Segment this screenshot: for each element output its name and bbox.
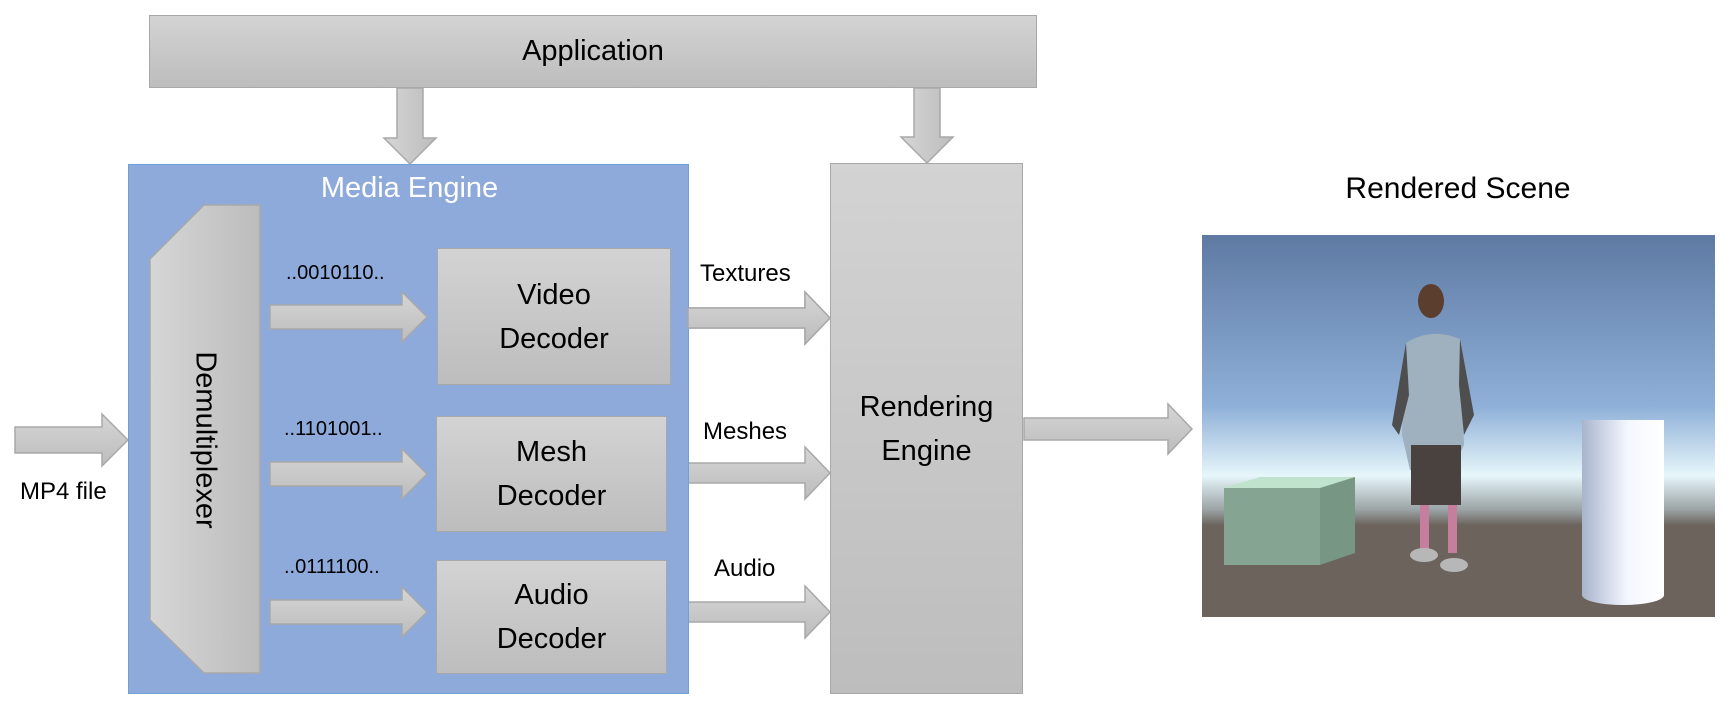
mesh-decoder-line2: Decoder <box>496 480 607 512</box>
audio-decoder-line2: Decoder <box>496 623 607 655</box>
rendering-engine-block: Rendering Engine <box>830 163 1023 694</box>
demultiplexer-label: Demultiplexer <box>189 351 222 529</box>
application-block: Application <box>149 15 1037 88</box>
rendered-scene-image <box>1202 235 1715 617</box>
application-label: Application <box>522 35 664 67</box>
video-decoder-line2: Decoder <box>499 322 609 355</box>
demultiplexer-block <box>149 204 261 674</box>
scene-cube <box>1224 477 1355 565</box>
bitstream-video: ..0010110.. <box>286 262 385 284</box>
arrow-demux-to-audio-inner <box>269 585 429 639</box>
arrow-app-to-rendering-engine <box>899 87 955 165</box>
mp4-file-label: MP4 file <box>20 478 107 505</box>
meshes-label: Meshes <box>703 418 788 445</box>
audio-label: Audio <box>714 555 776 582</box>
arrow-demux-to-mesh-inner <box>269 447 429 501</box>
video-decoder-line1: Video <box>517 278 591 311</box>
bitstream-mesh: ..1101001.. <box>284 418 383 440</box>
scene-cylinder <box>1582 420 1664 605</box>
rendered-scene-title: Rendered Scene <box>1345 172 1571 205</box>
textures-label: Textures <box>700 260 791 287</box>
arrow-meshes <box>687 445 832 501</box>
arrow-render-output <box>1023 402 1194 456</box>
arrow-app-to-media-engine <box>382 87 438 166</box>
mesh-decoder-block: Mesh Decoder <box>436 416 667 532</box>
audio-decoder-line1: Audio <box>514 579 589 611</box>
media-engine-label: Media Engine <box>320 172 499 204</box>
arrow-audio <box>687 584 832 640</box>
arrow-demux-to-video-inner <box>269 290 429 344</box>
bitstream-audio: ..0111100.. <box>284 556 380 578</box>
arrow-textures-inner <box>687 290 832 346</box>
rendering-engine-line2: Engine <box>881 434 972 467</box>
video-decoder-block: Video Decoder <box>437 248 671 385</box>
mesh-decoder-line1: Mesh <box>516 436 587 468</box>
audio-decoder-block: Audio Decoder <box>436 560 667 674</box>
arrow-mp4-input <box>14 412 130 468</box>
scene-person <box>1392 284 1474 572</box>
rendering-engine-line1: Rendering <box>859 390 994 423</box>
